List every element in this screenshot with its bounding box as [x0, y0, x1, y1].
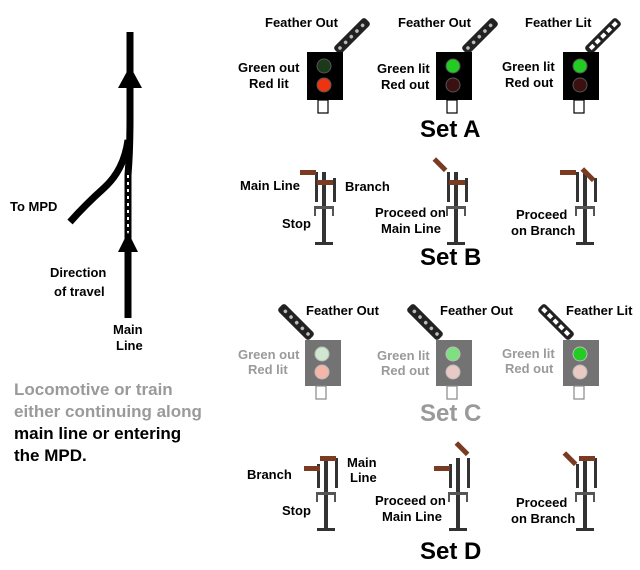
caption-line-3: main line or entering: [14, 424, 181, 443]
branch-track-to-mpd: [67, 139, 132, 225]
red-out-label-c2: Red out: [505, 361, 554, 376]
stop-label-d: Stop: [282, 503, 311, 518]
branch-label-b: Branch: [345, 179, 390, 194]
green-lit-label-c: Green lit: [377, 348, 430, 363]
on-branch-label-d: on Branch: [511, 511, 575, 526]
red-lit-label-c: Red lit: [248, 362, 288, 377]
semaphore-signal-b2: [432, 157, 468, 245]
set-c: Feather Out Green out Red lit Feather Ou…: [238, 302, 633, 427]
red-out-label-c: Red out: [381, 363, 430, 378]
proceed-on-label-b: Proceed on: [375, 205, 446, 220]
main-line-label-d2: Main Line: [382, 509, 442, 524]
arrow-up-icon-lower: [118, 232, 138, 252]
semaphore-signal-b1: [300, 170, 336, 245]
green-lit-label-2: Green lit: [502, 59, 555, 74]
proceed-on-label-d: Proceed on: [375, 493, 446, 508]
feather-out-label-c2: Feather Out: [440, 303, 514, 318]
colour-light-signal-c2: [405, 302, 472, 400]
green-lit-label: Green lit: [377, 61, 430, 76]
on-branch-label-b: on Branch: [511, 223, 575, 238]
caption-line-4: the MPD.: [14, 446, 87, 465]
main-label-d: Main: [347, 455, 377, 470]
feather-lit-label-c: Feather Lit: [566, 303, 633, 318]
set-d-title: Set D: [420, 538, 481, 565]
branch-label-d: Branch: [247, 467, 292, 482]
set-a: Feather Out Green out Red lit Feather Ou…: [238, 15, 623, 143]
main-line-label: Main: [113, 322, 143, 337]
main-line-label-b2: Main Line: [381, 221, 441, 236]
direction-label-2: of travel: [54, 284, 105, 299]
set-a-title: Set A: [420, 116, 480, 143]
feather-out-label-c: Feather Out: [306, 303, 380, 318]
set-c-title: Set C: [420, 400, 481, 427]
set-b: Main Line Branch Stop Proceed on Main Li…: [240, 157, 597, 271]
stop-label-b: Stop: [282, 216, 311, 231]
semaphore-signal-d3: [562, 451, 597, 531]
semaphore-signal-b3: [560, 167, 597, 245]
red-out-label: Red out: [381, 77, 430, 92]
proceed-label-d: Proceed: [516, 495, 567, 510]
green-lit-label-c2: Green lit: [502, 346, 555, 361]
feather-lit-label: Feather Lit: [525, 15, 592, 30]
line-label-d: Line: [350, 470, 377, 485]
red-lit-label: Red lit: [249, 76, 289, 91]
feather-out-label-2: Feather Out: [398, 15, 472, 30]
direction-label: Direction: [50, 265, 106, 280]
green-out-label: Green out: [238, 60, 300, 75]
red-out-label-2: Red out: [505, 75, 554, 90]
to-mpd-label: To MPD: [10, 199, 57, 214]
arrow-up-icon: [118, 66, 142, 88]
set-b-title: Set B: [420, 244, 481, 271]
set-d: Branch Main Line Stop Proceed on Main Li…: [247, 441, 597, 565]
colour-light-signal-a3: [563, 16, 623, 114]
colour-light-signal-a2: [436, 16, 500, 114]
colour-light-signal-a1: [307, 16, 372, 114]
colour-light-signal-c3: [536, 302, 599, 400]
green-out-label-c: Green out: [238, 347, 300, 362]
caption-line-2: either continuing along: [14, 402, 202, 421]
caption-line-1: Locomotive or train: [14, 380, 173, 399]
semaphore-signal-d1: [304, 456, 338, 531]
semaphore-signal-d2: [434, 441, 470, 531]
main-line-label-2: Line: [116, 338, 143, 353]
main-line-label-b: Main Line: [240, 178, 300, 193]
feather-out-label: Feather Out: [265, 15, 339, 30]
colour-light-signal-c1: [276, 302, 341, 400]
track-diagram: [67, 32, 142, 318]
proceed-label-b: Proceed: [516, 207, 567, 222]
